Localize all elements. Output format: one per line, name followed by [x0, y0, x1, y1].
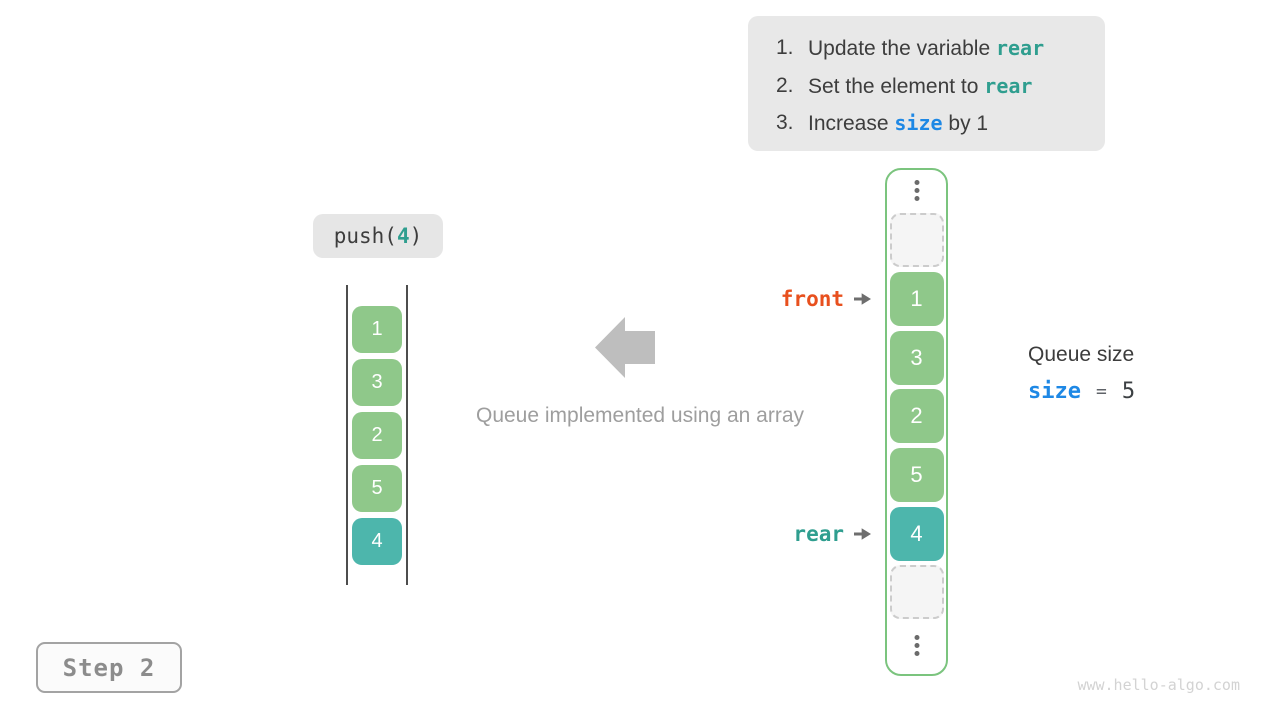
- instruction-number: 1.: [776, 36, 794, 59]
- array-cell: 5: [889, 448, 944, 502]
- dot: [914, 180, 919, 185]
- instruction-text-before: Set the element to: [808, 74, 985, 98]
- push-suffix: ): [409, 224, 423, 248]
- push-argument: 4: [396, 224, 410, 248]
- equals-sign: =: [1095, 381, 1107, 402]
- queue-item: 3: [352, 359, 402, 406]
- arrow-left-icon: [595, 317, 655, 378]
- keyword-rear: rear: [984, 73, 1033, 98]
- rear-pointer: rear: [755, 519, 871, 549]
- array-container: 1 3 2 5 4: [885, 168, 948, 676]
- pointer-arrow-icon: [854, 293, 871, 305]
- ellipsis-icon: [914, 180, 919, 201]
- front-label: front: [780, 287, 844, 311]
- array-cell: 1: [889, 272, 944, 326]
- rear-label: rear: [793, 522, 844, 546]
- size-value: 5: [1121, 379, 1136, 404]
- array-cell-empty: [889, 565, 944, 619]
- instruction-list: 1. Update the variable rear 2. Set the e…: [748, 16, 1105, 151]
- keyword-size: size: [894, 111, 943, 135]
- queue-size-expression: size = 5: [1028, 379, 1135, 404]
- queue-item-highlighted: 4: [352, 518, 402, 565]
- queue-size-title: Queue size: [1028, 343, 1135, 366]
- array-cell: 3: [889, 331, 944, 385]
- instruction-number: 2.: [776, 73, 794, 97]
- keyword-rear: rear: [995, 36, 1045, 60]
- instruction-text-after: by 1: [942, 112, 989, 135]
- dot: [914, 643, 919, 648]
- array-cell-empty: [889, 213, 944, 267]
- dot: [914, 196, 919, 201]
- instruction-number: 3.: [776, 111, 794, 134]
- instruction-text-before: Increase: [808, 112, 895, 135]
- queue-item: 5: [352, 465, 402, 512]
- front-pointer: front: [755, 284, 871, 314]
- array-cell: 2: [889, 389, 944, 443]
- queue-item: 2: [352, 412, 402, 459]
- watermark: www.hello-algo.com: [1077, 676, 1240, 694]
- queue-rail-left: [346, 285, 348, 585]
- instruction-item-1: 1. Update the variable rear: [776, 30, 1105, 68]
- queue-size-panel: Queue size size = 5: [1028, 343, 1135, 404]
- queue-item: 1: [352, 306, 402, 353]
- step-badge: Step 2: [36, 642, 182, 693]
- instruction-item-3: 3. Increase size by 1: [776, 105, 1105, 143]
- instruction-text-before: Update the variable: [808, 37, 996, 60]
- push-operation-label: push(4): [313, 214, 443, 258]
- ellipsis-icon: [914, 635, 919, 656]
- size-variable: size: [1028, 379, 1081, 404]
- pointer-arrow-icon: [854, 528, 871, 540]
- dot: [914, 635, 919, 640]
- dot: [914, 651, 919, 656]
- push-prefix: push(: [333, 224, 397, 248]
- caption: Queue implemented using an array: [475, 404, 805, 427]
- dot: [914, 188, 919, 193]
- queue-rail-right: [406, 285, 408, 585]
- instruction-text: Set the element to rear: [808, 68, 1032, 106]
- instruction-text: Update the variable rear: [808, 30, 1044, 68]
- array-cell-highlighted: 4: [889, 507, 944, 561]
- instruction-text: Increase size by 1: [808, 105, 988, 143]
- instruction-item-2: 2. Set the element to rear: [776, 68, 1105, 106]
